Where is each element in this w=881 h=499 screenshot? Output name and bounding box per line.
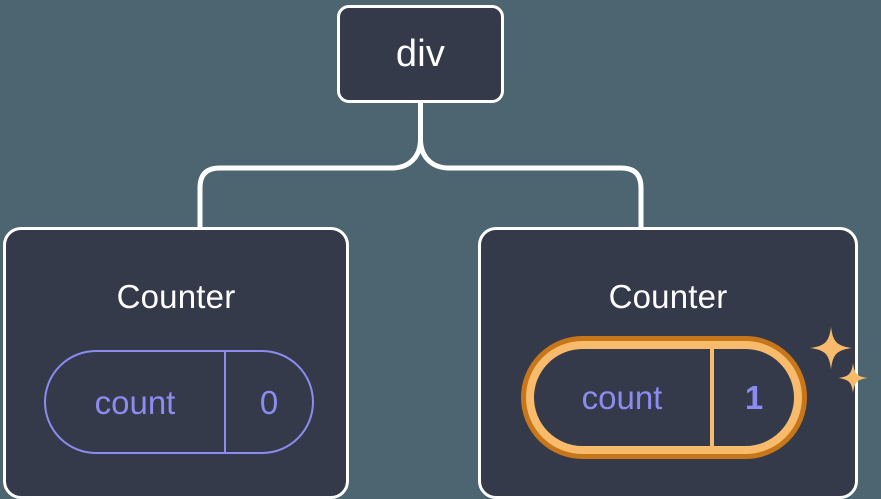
connector-branch-left	[197, 136, 423, 230]
state-pill-left-key: count	[94, 383, 176, 421]
node-div[interactable]: div	[337, 5, 504, 103]
node-counter-left[interactable]: Counter count 0	[3, 227, 349, 499]
node-counter-right-title: Counter	[608, 278, 728, 315]
state-pill-count-left[interactable]: count 0	[44, 350, 314, 454]
state-pill-right-divider	[710, 349, 714, 446]
sparkle-large-icon	[810, 327, 852, 369]
state-pill-left-value: 0	[259, 383, 279, 421]
state-pill-left-divider	[224, 352, 226, 452]
sparkle-group	[810, 327, 868, 393]
state-pill-right-value: 1	[744, 379, 764, 416]
node-div-label: div	[395, 33, 446, 75]
connector-branch-right	[418, 136, 644, 230]
node-counter-right[interactable]: Counter count 1	[478, 227, 868, 499]
node-counter-left-title: Counter	[116, 278, 236, 315]
state-pill-right-ring: count 1	[526, 341, 802, 454]
sparkle-small-icon	[838, 363, 868, 393]
state-pill-right-key: count	[581, 379, 663, 416]
state-pill-count-right[interactable]: count 1	[521, 336, 807, 459]
